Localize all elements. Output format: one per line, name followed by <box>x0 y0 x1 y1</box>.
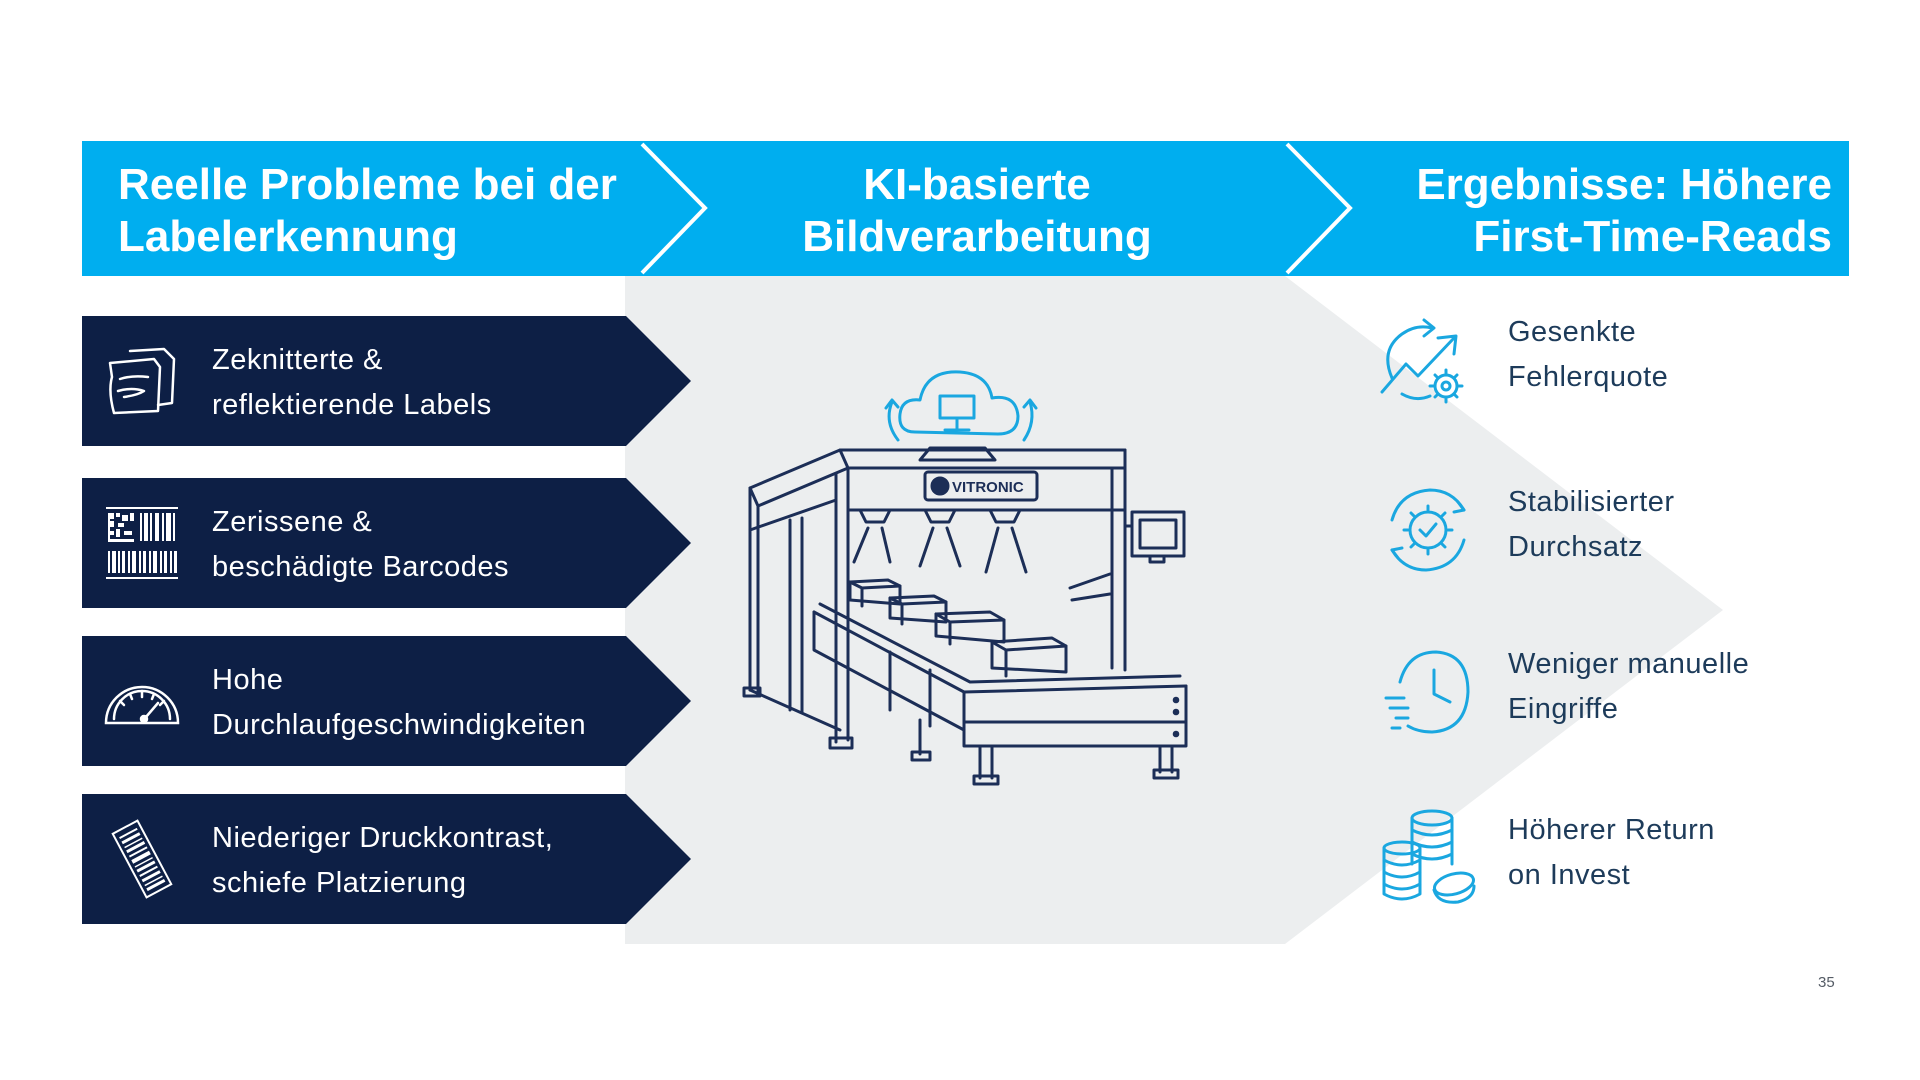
problem-line2: schiefe Platzierung <box>212 867 467 899</box>
result-line2: Fehlerquote <box>1508 361 1669 393</box>
page-number: 35 <box>1818 974 1835 991</box>
result-item: Stabilisierter Durchsatz <box>1378 480 1838 590</box>
result-item: Gesenkte Fehlerquote <box>1372 310 1832 420</box>
header-title-results: Ergebnisse: Höhere First-Time-Reads <box>1416 160 1832 261</box>
header-title-ki: KI-basierte Bildverarbeitung <box>802 160 1152 261</box>
header-chevrons <box>82 141 1849 276</box>
result-line2: on Invest <box>1508 859 1631 891</box>
trend-arrow-gear-icon <box>1380 318 1464 404</box>
gear-check-icon <box>1390 488 1466 572</box>
problem-line1: Niederiger Druckkontrast, <box>212 822 554 854</box>
problem-item: Zerissene & beschädigte Barcodes <box>82 478 691 608</box>
tilted-barcode-icon <box>111 819 173 899</box>
problem-line2: reflektierende Labels <box>212 389 492 421</box>
result-line1: Stabilisierter <box>1508 486 1675 518</box>
problem-item: Niederiger Druckkontrast, schiefe Platzi… <box>82 794 691 924</box>
speedometer-icon <box>104 685 180 725</box>
conveyor-scanner-tunnel-icon: VITRONIC <box>742 370 1188 786</box>
result-line1: Gesenkte <box>1508 316 1637 348</box>
result-line2: Eingriffe <box>1508 693 1619 725</box>
problem-line1: Zeknitterte & <box>212 344 383 376</box>
problem-line1: Hohe <box>212 664 284 696</box>
coin-stack-icon <box>1382 809 1476 904</box>
barcode-datamatrix-icon <box>106 507 178 579</box>
result-item: Weniger manuelle Eingriffe <box>1378 642 1838 752</box>
header-title-problems: Reelle Probleme bei der Labelerkennung <box>118 160 617 261</box>
problem-line1: Zerissene & <box>212 506 373 538</box>
crumpled-paper-icon <box>108 347 176 415</box>
result-item: Höherer Return on Invest <box>1378 808 1838 918</box>
header-band: Reelle Probleme bei der Labelerkennung K… <box>82 141 1849 276</box>
cloud-monitor-icon <box>884 370 1038 442</box>
machine-brand: VITRONIC <box>952 479 1024 496</box>
result-line1: Weniger manuelle <box>1508 648 1750 680</box>
result-line2: Durchsatz <box>1508 531 1644 563</box>
problem-item: Hohe Durchlaufgeschwindigkeiten <box>82 636 691 766</box>
result-line1: Höherer Return <box>1508 814 1715 846</box>
fast-clock-icon <box>1384 650 1470 734</box>
problem-line2: beschädigte Barcodes <box>212 551 509 583</box>
problem-line2: Durchlaufgeschwindigkeiten <box>212 709 587 741</box>
problem-item: Zeknitterte & reflektierende Labels <box>82 316 691 446</box>
